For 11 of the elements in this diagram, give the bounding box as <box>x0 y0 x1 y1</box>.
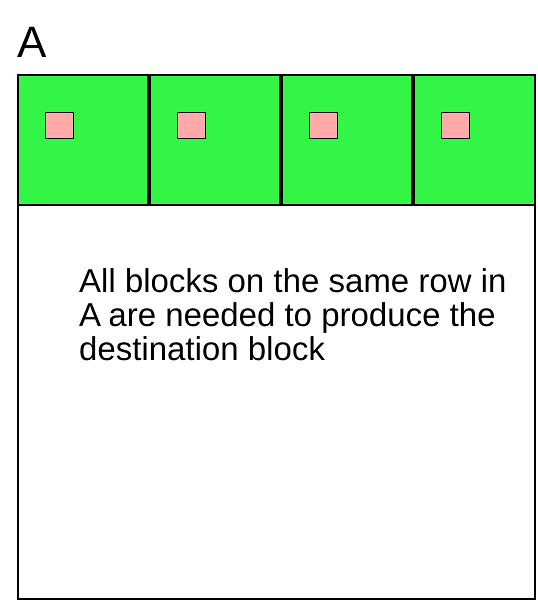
block-cell <box>413 76 534 206</box>
matrix-heading: A <box>17 18 46 68</box>
block-cell <box>281 76 413 206</box>
description-text: All blocks on the same row in A are needed to produce the destination block <box>79 264 508 366</box>
block-cell <box>149 76 281 206</box>
element-square <box>177 112 206 139</box>
element-square <box>309 112 338 139</box>
block-cell <box>19 76 149 206</box>
matrix-box <box>17 74 536 600</box>
element-square <box>45 112 74 139</box>
element-square <box>441 112 470 139</box>
